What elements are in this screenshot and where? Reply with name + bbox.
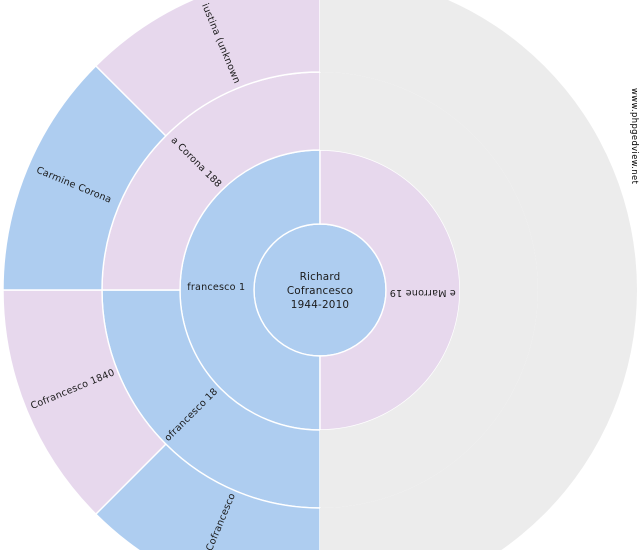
fan-segment-p5: [320, 72, 538, 508]
watermark: www.phpgedview.net: [630, 88, 640, 185]
watermark-text: www.phpgedview.net: [630, 88, 640, 185]
person-label-p0-line3: 1944-2010: [291, 299, 349, 311]
fan-segment-p9[interactable]: [94, 0, 321, 137]
fan-segment-p10: [320, 0, 637, 550]
person-label-p0-line2: Cofrancesco: [287, 285, 353, 297]
person-label-p0-line1: Richard: [300, 271, 341, 283]
